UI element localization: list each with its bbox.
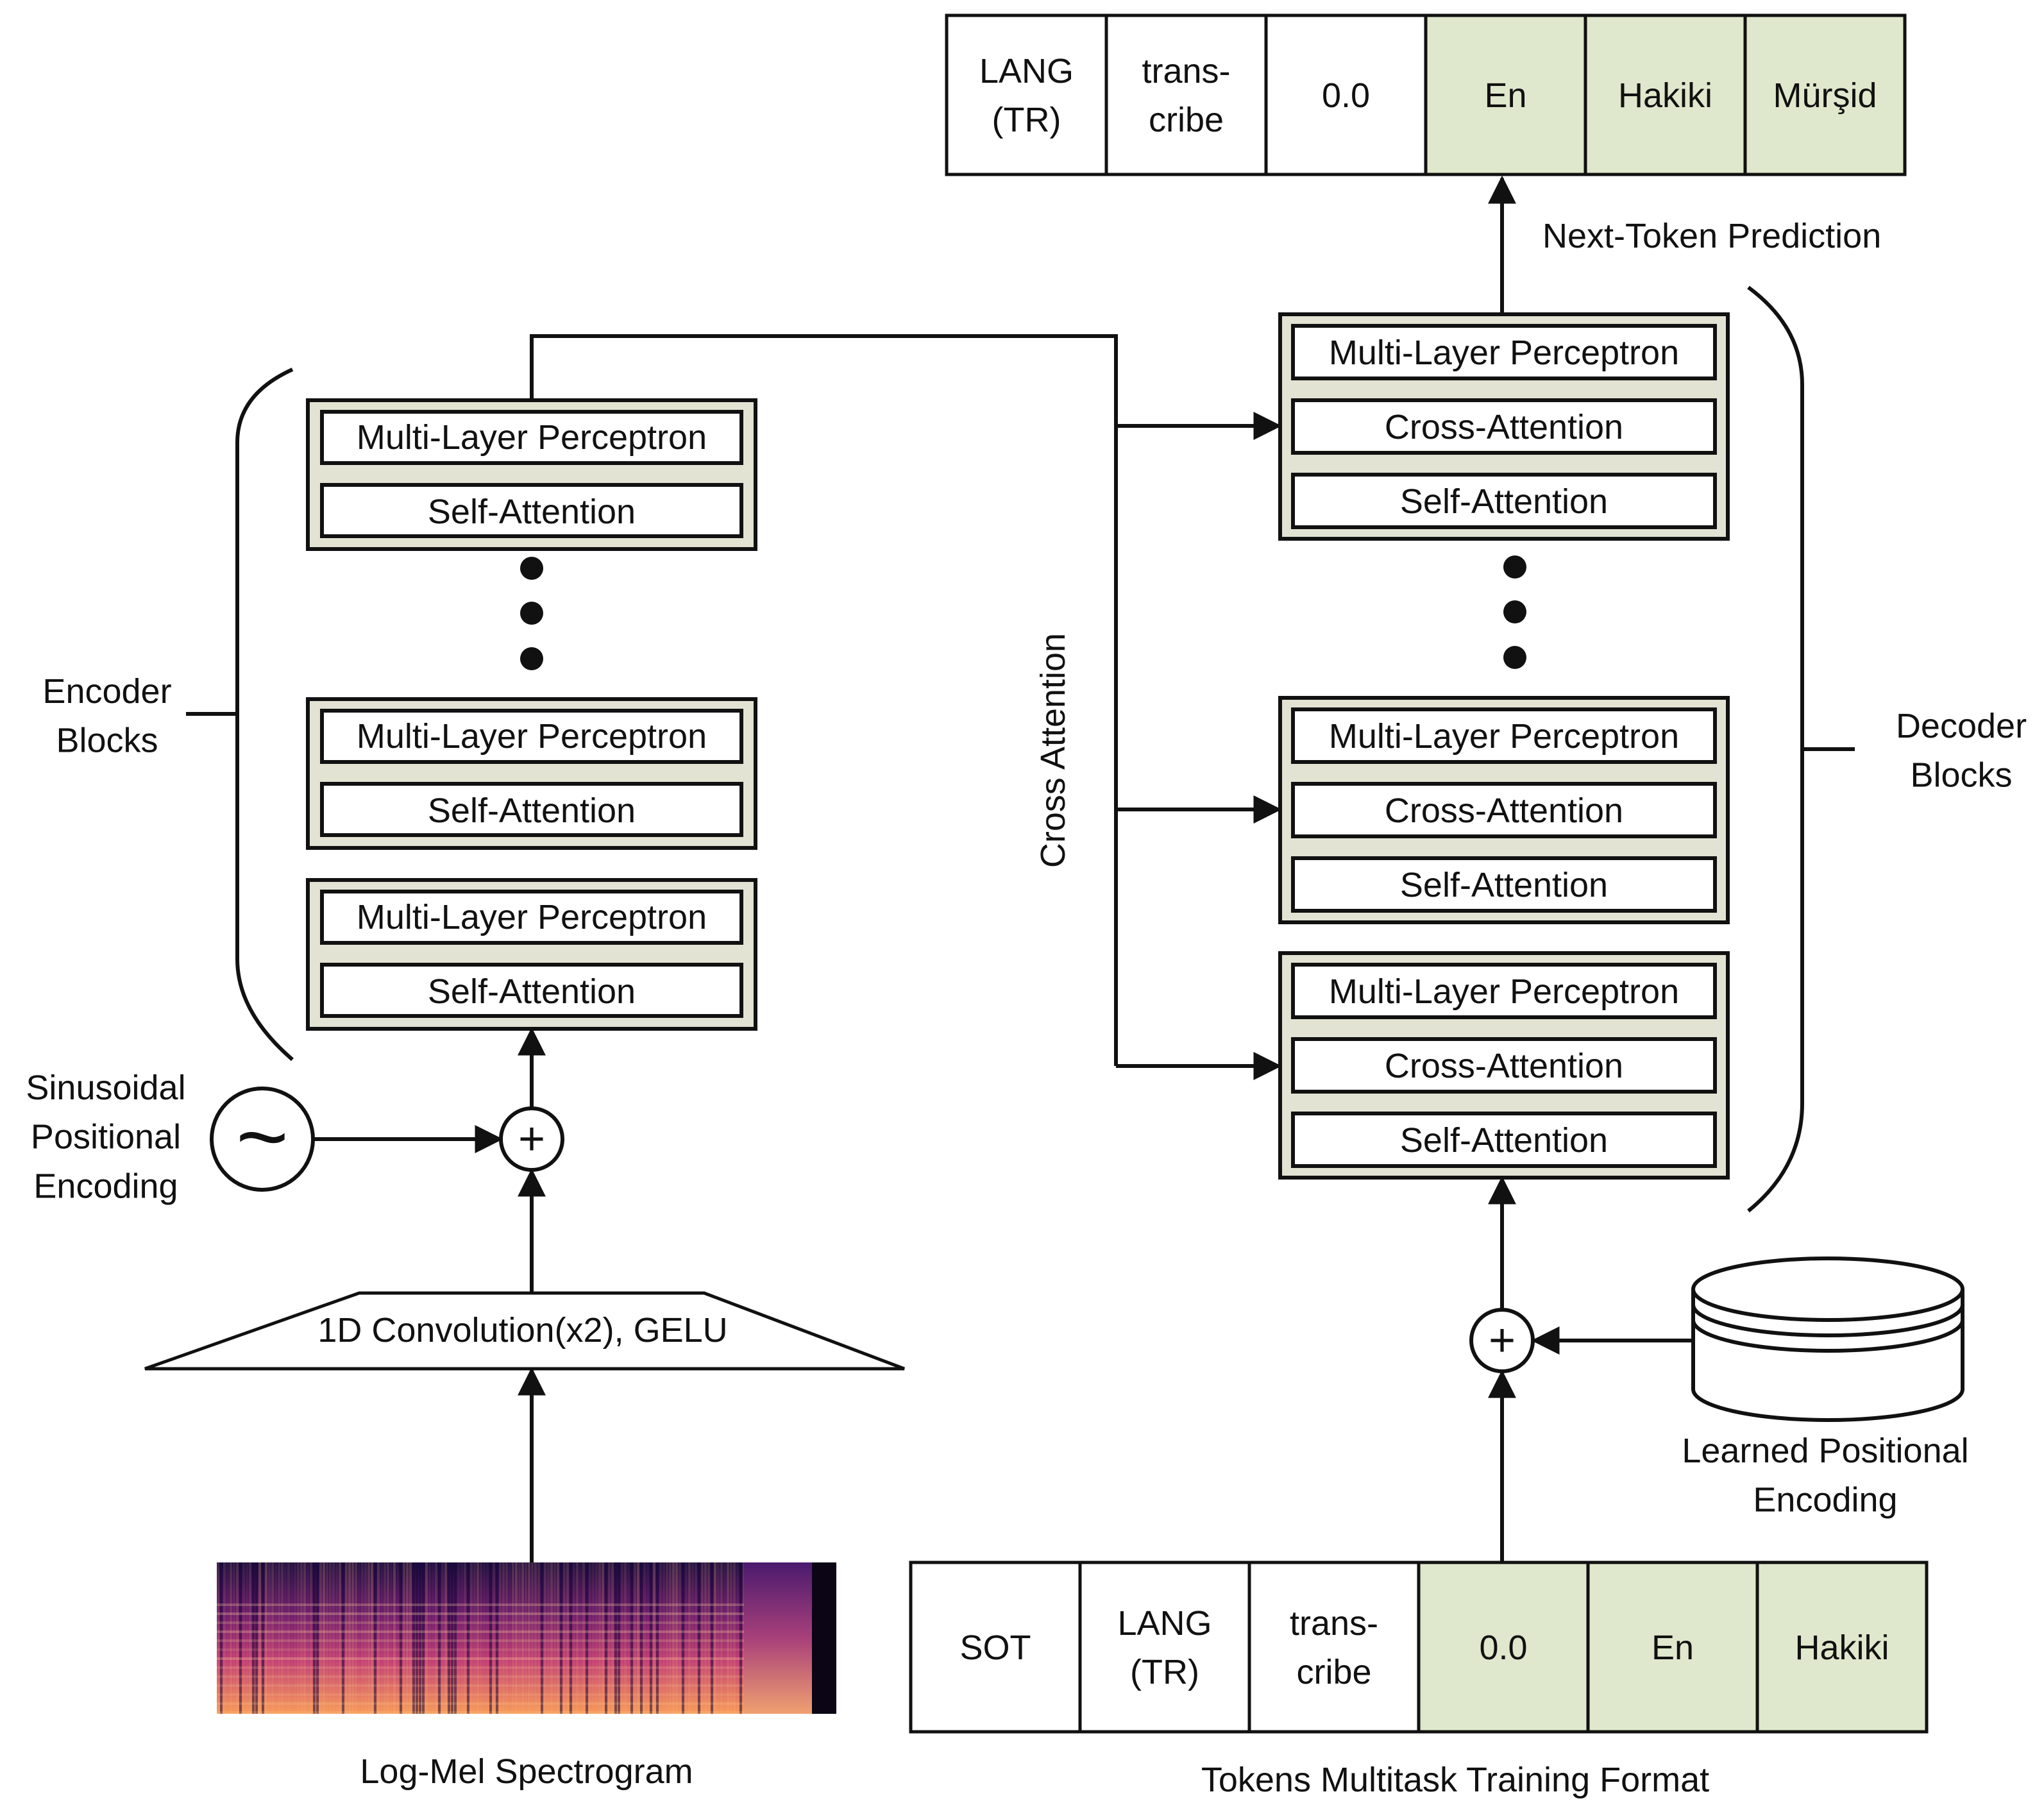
output-token-label: trans-cribe: [1142, 52, 1230, 139]
encoder-mid-mlp-label: Multi-Layer Perceptron: [357, 717, 707, 756]
log-mel-spectrogram: [217, 1562, 836, 1714]
decoder-top-cross-attention-label: Cross-Attention: [1385, 408, 1623, 446]
decoder-top-mlp: [1291, 324, 1717, 380]
cross-attention-label: Cross Attention: [1034, 633, 1072, 868]
decoder-mid-cross-attention: [1291, 782, 1717, 838]
encoder-ellipsis-dot: [520, 557, 543, 580]
decoder-bottom-mlp-label: Multi-Layer Perceptron: [1329, 972, 1679, 1011]
next-token-label: Next-Token Prediction: [1542, 217, 1881, 255]
tokens-format-label: Tokens Multitask Training Format: [1201, 1761, 1709, 1799]
output-token-cell: [945, 13, 1108, 176]
encoder-top-mlp-label: Multi-Layer Perceptron: [357, 418, 707, 457]
decoder-block-top: Multi-Layer Perceptron Cross-Attention S…: [1278, 312, 1730, 541]
decoder-bottom-self-attention: [1291, 1112, 1717, 1168]
encoder-top-mlp: [320, 410, 743, 465]
decoder-add-symbol: +: [1489, 1315, 1516, 1366]
decoder-top-self-attention: [1291, 473, 1717, 529]
encoder-bottom-self-attention-label: Self-Attention: [428, 972, 636, 1011]
conv-block-label: 1D Convolution(x2), GELU: [317, 1311, 727, 1349]
decoder-block-middle: Multi-Layer Perceptron Cross-Attention S…: [1278, 696, 1730, 924]
decoder-bottom-self-attention-label: Self-Attention: [1400, 1121, 1608, 1160]
spectrogram-label: Log-Mel Spectrogram: [360, 1752, 693, 1791]
encoder-mid-self-attention: [320, 782, 743, 837]
encoder-brace: [235, 368, 294, 1062]
decoder-mid-mlp-label: Multi-Layer Perceptron: [1329, 717, 1679, 756]
input-token-label: SOT: [959, 1629, 1031, 1667]
decoder-ellipsis-dot: [1503, 600, 1526, 623]
input-token-cell: [1078, 1561, 1251, 1734]
input-token-label: 0.0: [1479, 1629, 1527, 1667]
input-token-cell: [1586, 1561, 1759, 1734]
decoder-mid-cross-attention-label: Cross-Attention: [1385, 791, 1623, 830]
input-token-sequence: SOT LANG(TR) trans-cribe 0.0 En Hakiki: [909, 1561, 1929, 1734]
input-token-cell: [909, 1561, 1082, 1734]
decoder-bottom-cross-attention: [1291, 1037, 1717, 1094]
encoder-block-middle: Multi-Layer Perceptron Self-Attention: [306, 697, 757, 850]
output-token-label: 0.0: [1322, 76, 1370, 115]
decoder-top-mlp-label: Multi-Layer Perceptron: [1329, 334, 1679, 372]
decoder-mid-mlp: [1291, 707, 1717, 764]
decoder-top-cross-attention: [1291, 398, 1717, 455]
input-token-cell: [1755, 1561, 1929, 1734]
output-token-cell: [1104, 13, 1268, 176]
input-token-cell: [1247, 1561, 1421, 1734]
output-token-sequence: LANG(TR) trans-cribe 0.0 En Hakiki Mürşid: [945, 13, 1907, 176]
input-token-label: Hakiki: [1795, 1629, 1889, 1667]
conv-block: [144, 1291, 905, 1371]
output-token-cell: [1743, 13, 1907, 176]
decoder-bottom-cross-attention-label: Cross-Attention: [1385, 1047, 1623, 1085]
encoder-bottom-self-attention: [320, 963, 743, 1018]
output-token-label: Hakiki: [1618, 76, 1712, 115]
decoder-brace: [1747, 285, 1804, 1213]
encoder-top-self-attention: [320, 483, 743, 538]
input-token-label: LANG(TR): [1117, 1604, 1212, 1691]
input-token-label: En: [1651, 1629, 1694, 1667]
output-token-label: LANG(TR): [979, 52, 1074, 139]
output-token-cell: [1584, 13, 1747, 176]
decoder-mid-self-attention-label: Self-Attention: [1400, 866, 1608, 904]
encoder-add-symbol: +: [518, 1113, 545, 1165]
learned-positional-encoding-store: [1691, 1256, 1964, 1422]
decoder-bottom-mlp: [1291, 963, 1717, 1019]
decoder-mid-self-attention: [1291, 856, 1717, 913]
output-token-cell: [1264, 13, 1428, 176]
decoder-top-self-attention-label: Self-Attention: [1400, 482, 1608, 521]
encoder-ellipsis-dot: [520, 647, 543, 670]
encoder-bottom-mlp: [320, 890, 743, 945]
sinusoid-wave-icon: ~: [236, 1086, 289, 1187]
decoder-ellipsis-dot: [1503, 646, 1526, 669]
decoder-ellipsis-dot: [1503, 555, 1526, 579]
encoder-block-top: Multi-Layer Perceptron Self-Attention: [306, 398, 757, 551]
output-token-label: Mürşid: [1773, 76, 1877, 115]
decoder-block-bottom: Multi-Layer Perceptron Cross-Attention S…: [1278, 951, 1730, 1180]
encoder-mid-mlp: [320, 709, 743, 764]
encoder-ellipsis-dot: [520, 602, 543, 625]
input-token-label: trans-cribe: [1290, 1604, 1378, 1691]
encoder-block-bottom: Multi-Layer Perceptron Self-Attention: [306, 878, 757, 1031]
encoder-mid-self-attention-label: Self-Attention: [428, 791, 636, 830]
encoder-top-self-attention-label: Self-Attention: [428, 493, 636, 531]
output-token-label: En: [1484, 76, 1526, 115]
encoder-bottom-mlp-label: Multi-Layer Perceptron: [357, 898, 707, 936]
sinusoid-wave-node: [210, 1087, 315, 1192]
output-token-cell: [1424, 13, 1587, 176]
encoder-output-connector: [530, 334, 1118, 1066]
